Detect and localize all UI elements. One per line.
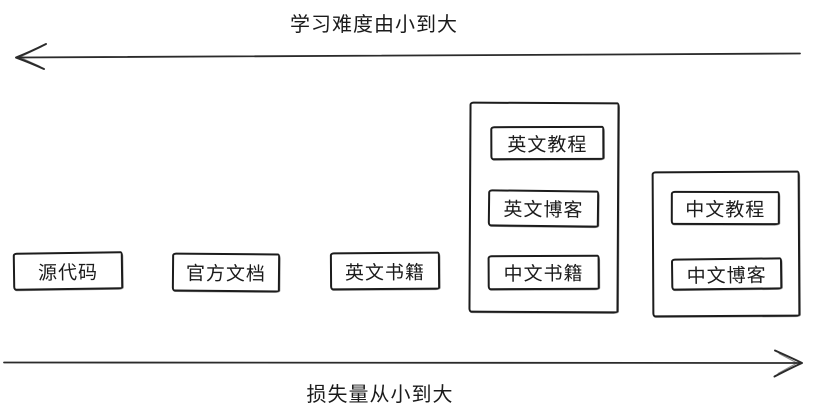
box-source-code: 源代码 — [12, 251, 124, 291]
box-english-tutorials: 英文教程 — [490, 125, 605, 161]
bottom-axis-label: 损失量从小到大 — [306, 384, 454, 406]
box-official-docs: 官方文档 — [171, 252, 281, 293]
top-axis-label: 学习难度由小到大 — [290, 14, 458, 36]
loss-arrow-right-icon — [3, 349, 803, 378]
box-chinese-tutorials: 中文教程 — [670, 190, 780, 226]
group-box-1: 英文教程 英文博客 中文书籍 — [468, 101, 620, 314]
box-english-books: 英文书籍 — [329, 251, 441, 291]
box-english-blogs: 英文博客 — [487, 189, 600, 228]
box-chinese-books: 中文书籍 — [487, 254, 600, 291]
difficulty-arrow-left-icon — [15, 43, 801, 70]
group-box-2: 中文教程 中文博客 — [651, 170, 801, 318]
box-chinese-blogs: 中文博客 — [670, 257, 783, 291]
